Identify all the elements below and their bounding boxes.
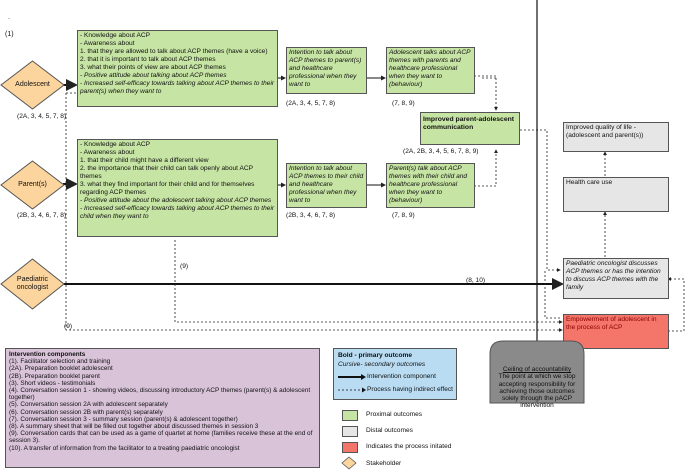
knowledge-line: 2. that it is important to talk about AC…	[80, 56, 216, 63]
health-care-use-box: Health care use	[563, 177, 669, 212]
legend-bold-primary: Bold - primary outcome	[338, 352, 413, 359]
legend-panel: Bold - primary outcome Cursive- secondar…	[333, 348, 457, 400]
knowledge-line: - Awareness about	[80, 40, 135, 47]
citation-nine-parent: (9)	[180, 263, 189, 270]
legend-dashed-arrow-icon	[338, 387, 366, 393]
intervention-components-panel: Intervention components (1). Facilitator…	[5, 348, 320, 468]
ceiling-shape	[489, 340, 585, 404]
intervention-item: (4). Conversation session 1 - showing vi…	[9, 387, 311, 402]
legend-distal-label: Distal outcomes	[366, 427, 413, 434]
ceiling-text: Ceiling of accountability The point at w…	[491, 366, 583, 410]
knowledge-line: - Increased self-efficacy towards talkin…	[80, 205, 275, 220]
citation-adolescent-behaviour: (7, 8, 9)	[392, 100, 415, 107]
knowledge-line: - Knowledge about ACP	[80, 32, 151, 39]
parent-intention-box: Intention to talk about ACP themes to th…	[286, 163, 367, 208]
knowledge-line: 1. that their child might have a differe…	[80, 157, 209, 164]
citation-communication: (2A, 2B, 3, 4, 5, 6, 7, 8, 9)	[403, 148, 479, 155]
legend-proximal-swatch	[342, 410, 358, 421]
stakeholder-label: Adolescent	[15, 81, 50, 88]
intervention-item: (3). Short videos - testimonials	[9, 379, 96, 387]
citation-parents: (2B, 3, 4, 6, 7, 8)	[17, 212, 67, 219]
legend-initiated-swatch	[342, 442, 358, 453]
knowledge-line: 1. that they are allowed to talk about A…	[80, 48, 268, 55]
intervention-item: (7). Conversation session 3 - summary se…	[9, 415, 238, 423]
legend-stakeholder-label: Stakeholder	[366, 460, 402, 467]
legend-proximal-label: Proximal outcomes	[366, 411, 423, 418]
knowledge-line: - Positive attitude about talking about …	[80, 72, 227, 79]
knowledge-line: - Increased self-efficacy towards talkin…	[80, 80, 275, 95]
knowledge-line: 3. what they find important for their ch…	[80, 181, 255, 196]
stakeholder-label: Parent(s)	[18, 181, 47, 188]
citation-parent-intention: (2B, 3, 4, 6, 7, 8)	[286, 212, 336, 219]
intervention-item: (1). Facilitator selection and training	[9, 358, 111, 366]
arrow-behaviour-communication-adol	[474, 75, 498, 111]
intervention-item: (8). A summary sheet that will be filled…	[9, 423, 259, 431]
legend-intervention-component: Intervention component	[367, 373, 436, 380]
intervention-item: (2A). Preparation booklet adolescent	[9, 365, 113, 373]
stakeholder-parents: Parent(s)	[0, 160, 65, 210]
oncologist-discusses-box: Paediatric oncologist discusses ACP them…	[563, 258, 669, 299]
intervention-item: (5). Conversation session 2A with adoles…	[9, 401, 168, 409]
diamond-shape	[0, 160, 65, 210]
adolescent-behaviour-box: Adolescent talks about ACP themes with p…	[386, 47, 475, 94]
arrow-empowerment-discuss	[667, 277, 685, 332]
diamond-shape	[0, 258, 65, 310]
intervention-item: (10). A transfer of information from the…	[9, 444, 240, 452]
communication-box: Improved parent-adolescent communication	[420, 112, 520, 145]
parent-behaviour-box: Parent(s) talk about ACP themes with the…	[386, 163, 475, 208]
legend-cursive-secondary: Cursive- secondary outcomes	[338, 361, 426, 368]
arrow-nine-empowerment	[65, 93, 563, 332]
arrow-empowerment-communication	[544, 270, 560, 319]
legend-distal-swatch	[342, 426, 358, 437]
citation-parent-behaviour: (7, 8, 9)	[392, 212, 415, 219]
ceiling-title: Ceiling of accountability	[502, 366, 572, 373]
knowledge-line: 2. the importance that their child can t…	[80, 165, 253, 180]
top-mark: .	[8, 14, 10, 21]
intervention-title: Intervention components	[9, 351, 86, 358]
stakeholder-label: Paediatric oncologist	[16, 276, 49, 291]
quality-of-life-box: Improved quality of life - (adolescent a…	[563, 122, 669, 152]
citation-eight-ten: (8, 10)	[466, 277, 486, 284]
empowerment-box: Empowerment of adolescent in the process…	[563, 314, 669, 349]
stakeholder-adolescent: Adolescent	[0, 60, 65, 110]
arrow-communication-quality	[520, 129, 561, 272]
ceiling-body: The point at which we stop accepting res…	[498, 373, 576, 410]
legend-bold-arrow-icon	[338, 374, 366, 380]
knowledge-line: 3. what their points of view are about A…	[80, 64, 226, 71]
diamond-shape	[0, 60, 65, 110]
knowledge-line: - Awareness about	[80, 149, 135, 156]
legend-initiated-label: Indicates the process initated	[366, 443, 452, 450]
legend-stakeholder-icon	[341, 456, 357, 470]
figure-label: (1)	[5, 31, 14, 38]
intervention-item: (2B). Preparation booklet parent	[9, 372, 100, 380]
knowledge-line: - Knowledge about ACP	[80, 141, 151, 148]
stakeholder-oncologist: Paediatric oncologist	[0, 258, 65, 310]
citation-nine-adolescent: (9)	[64, 323, 73, 330]
intervention-item: (6). Conversation session 2B with parent…	[9, 408, 163, 416]
arrow-behaviour-communication-parent	[474, 149, 498, 187]
adolescent-knowledge-box: - Knowledge about ACP - Awareness about …	[77, 30, 278, 107]
adolescent-intention-box: Intention to talk about ACP themes to pa…	[286, 47, 367, 94]
knowledge-line: - Positive attitude about the adolescent…	[80, 197, 272, 204]
legend-indirect-effect: Process having indirect effect	[367, 386, 454, 393]
parent-knowledge-box: - Knowledge about ACP - Awareness about …	[77, 139, 278, 237]
intervention-item: (9). Conversation cards that can be used…	[9, 430, 313, 445]
citation-adolescent: (2A, 3, 4, 5, 7, 8)	[17, 113, 67, 120]
arrow-nine-parent	[174, 240, 563, 324]
citation-adolescent-intention: (2A, 3, 4, 5, 7, 8)	[286, 100, 336, 107]
